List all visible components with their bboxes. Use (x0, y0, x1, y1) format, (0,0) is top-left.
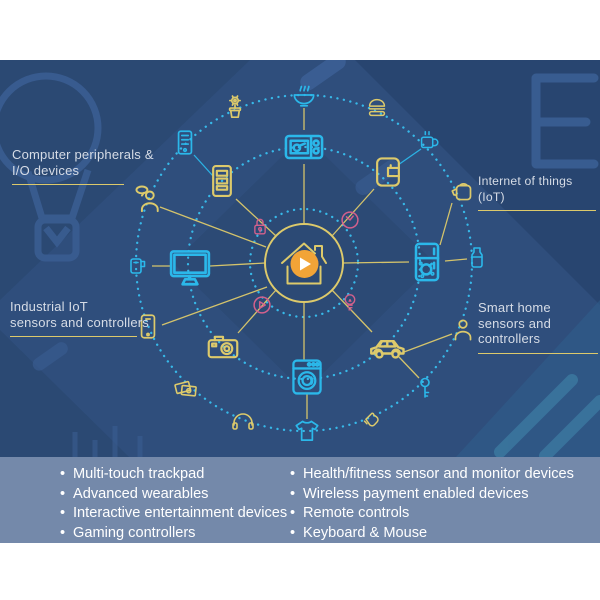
connector-line (159, 206, 267, 248)
label-line: sensors and controllers (478, 315, 552, 347)
connector-line (331, 289, 373, 333)
list-item: Keyboard & Mouse (290, 524, 574, 544)
circuit-ticks (72, 426, 143, 458)
connector-line (403, 333, 453, 353)
diagram-background (0, 60, 600, 458)
label-industrial-iot: Industrial IoT sensors and controllers (10, 299, 180, 337)
list-item: Gaming controllers (60, 524, 287, 544)
device-category-band: Multi-touch trackpad Advanced wearables … (0, 457, 600, 543)
list-item: Advanced wearables (60, 485, 287, 505)
list-item: Remote controls (290, 504, 574, 524)
label-line: Internet of things (IoT) (478, 174, 573, 204)
label-computer-peripherals: Computer peripherals & I/O devices (12, 147, 182, 185)
connector-line (193, 154, 214, 177)
label-line: I/O devices (12, 162, 80, 178)
bulb-wall-art (0, 72, 102, 262)
label-underline (12, 184, 124, 185)
connector-line (235, 198, 277, 237)
label-underline (478, 210, 596, 211)
play-triangle-icon (300, 257, 311, 271)
connector-line (397, 148, 422, 166)
hub-house-icon (264, 223, 344, 303)
list-item: Interactive entertainment devices (60, 504, 287, 524)
label-internet-of-things: Internet of things (IoT) (478, 174, 600, 211)
list-item: Multi-touch trackpad (60, 465, 287, 485)
device-category-list-right: Health/fitness sensor and monitor device… (290, 465, 574, 543)
label-smart-home: Smart home sensors and controllers (478, 300, 600, 354)
label-underline (10, 336, 137, 337)
connector-line (209, 262, 266, 267)
connector-line (444, 258, 468, 262)
label-line: Smart home (478, 300, 551, 315)
corner-chevrons (494, 374, 600, 458)
label-underline (478, 352, 598, 354)
label-line: Computer peripherals & (12, 147, 154, 162)
list-item: Wireless payment enabled devices (290, 485, 574, 505)
connector-line (161, 286, 268, 326)
list-item: Health/fitness sensor and monitor device… (290, 465, 574, 485)
label-line: Industrial IoT (10, 299, 88, 314)
label-line: sensors and controllers (10, 314, 149, 330)
device-category-list-left: Multi-touch trackpad Advanced wearables … (60, 465, 287, 543)
circuit-pattern (531, 73, 599, 169)
connector-line (439, 202, 453, 246)
connector-line (398, 356, 420, 379)
connector-line (342, 261, 410, 264)
